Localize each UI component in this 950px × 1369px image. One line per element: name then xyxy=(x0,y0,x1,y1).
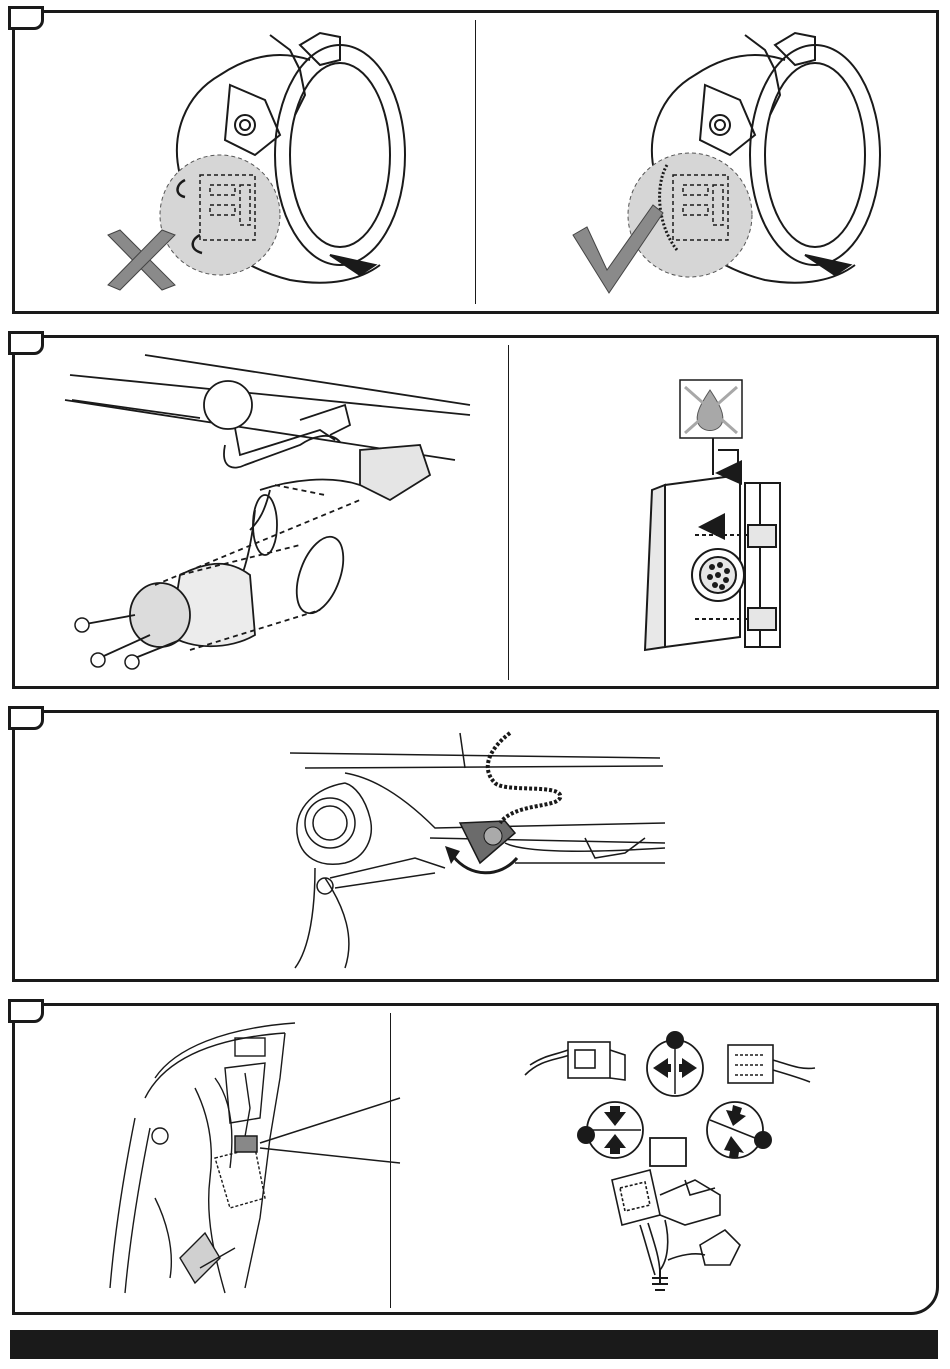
arrows-together-icon xyxy=(707,1102,772,1158)
step-2-number-tab xyxy=(8,331,44,355)
step-2-divider xyxy=(508,345,509,680)
water-drop-crossed-icon xyxy=(680,380,742,438)
cable-routing-under-bumper-illustration xyxy=(285,728,670,973)
cross-mark-icon xyxy=(108,230,175,290)
arrows-together-icon xyxy=(577,1102,643,1158)
step-4-number-tab xyxy=(8,999,44,1023)
trunk-side-panel-connection-illustration xyxy=(95,1018,405,1308)
footer-bar xyxy=(10,1330,938,1359)
socket-mounting-exploded-view xyxy=(60,350,480,680)
connector-disconnect-reconnect-illustration xyxy=(520,1020,820,1295)
step-1-divider xyxy=(475,20,476,304)
correct-connector-position-illustration xyxy=(565,25,895,300)
socket-drain-orientation-illustration xyxy=(630,375,830,665)
step-1-number-tab xyxy=(8,6,44,30)
step-3-number-tab xyxy=(8,706,44,730)
wrong-connector-position-illustration xyxy=(90,25,420,300)
arrows-apart-icon xyxy=(647,1031,703,1096)
